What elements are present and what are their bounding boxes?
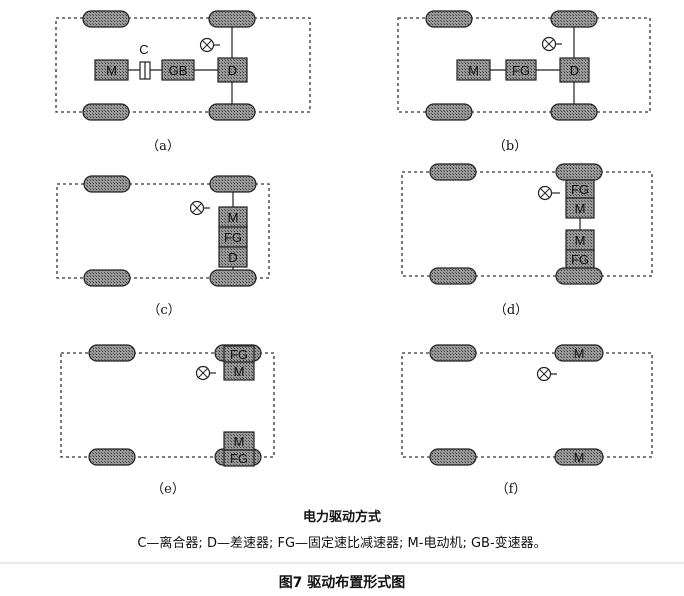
reducer-label: FG <box>512 63 530 78</box>
rear-hub-motor-label: M <box>574 450 585 465</box>
wheel-front-right <box>209 175 257 193</box>
wheel-front-left <box>82 10 130 28</box>
clutch-label: C <box>139 42 148 57</box>
gearbox-block <box>161 59 195 81</box>
gearbox-label: GB <box>169 63 188 78</box>
panel-b: M FG D （b） <box>397 10 651 154</box>
rear-reducer-block <box>565 249 595 269</box>
differential-block <box>559 57 590 83</box>
wheel-rear-left <box>82 103 130 121</box>
front-motor-block <box>223 361 255 381</box>
wheel-rear-left <box>425 103 473 121</box>
rear-motor-label: M <box>575 233 586 248</box>
steering-wheel-icon <box>199 37 220 53</box>
panel-c: M FG D （c） <box>56 175 270 318</box>
front-reducer-label: FG <box>230 347 248 362</box>
steering-wheel-icon <box>537 185 560 201</box>
panel-f: M M （f） <box>401 344 653 497</box>
panel-label: （a） <box>146 139 180 154</box>
differential-block <box>218 246 248 268</box>
wheel-rear-left <box>83 269 131 287</box>
steering-wheel-icon <box>189 200 210 216</box>
panel-label: （d） <box>494 303 528 318</box>
wheel-rear-left <box>88 448 136 466</box>
motor-label: M <box>468 63 479 78</box>
differential-label: D <box>570 63 579 78</box>
wheel-front-right <box>208 10 256 28</box>
panel-label: （b） <box>493 139 527 154</box>
wheel-rear-right <box>209 269 257 287</box>
rear-reducer-label: FG <box>571 252 589 267</box>
panel-e: FG M M FG （e） <box>60 344 275 497</box>
vehicle-outline <box>60 352 275 458</box>
steering-wheel-icon <box>541 36 562 52</box>
wheel-front-right <box>550 10 598 28</box>
vehicle-outline <box>401 171 653 277</box>
rear-reducer-label: FG <box>230 451 248 466</box>
rear-reducer-block <box>223 449 255 467</box>
wheel-rear-right <box>554 448 604 466</box>
wheel-rear-left <box>429 448 477 466</box>
differential-label: D <box>228 63 237 78</box>
motor-label: M <box>106 63 117 78</box>
front-motor-label: M <box>234 364 245 379</box>
wheel-front-left <box>425 10 473 28</box>
figure-title: 图7 驱动布置形式图 <box>279 574 406 591</box>
motor-block <box>94 59 129 81</box>
panel-label: （f） <box>496 482 527 497</box>
panel-a: M C GB D （a） <box>55 10 311 154</box>
wheel-front-right <box>554 344 604 362</box>
wheel-rear-right <box>208 103 256 121</box>
motor-label: M <box>228 210 239 225</box>
motor-block <box>456 59 491 81</box>
wheel-front-left <box>88 344 136 362</box>
wheel-front-left <box>429 344 477 362</box>
wheel-front-left <box>429 163 477 181</box>
front-motor-label: M <box>575 201 586 216</box>
vehicle-outline <box>401 352 653 458</box>
differential-label: D <box>228 250 237 265</box>
wheel-rear-right <box>555 267 603 285</box>
wheel-rear-left <box>429 267 477 285</box>
reducer-label: FG <box>224 230 242 245</box>
vehicle-outline <box>397 17 651 113</box>
vehicle-outline <box>55 17 311 113</box>
front-reducer-label: FG <box>571 182 589 197</box>
wheel-front-right <box>555 163 603 181</box>
caption-legend: C—离合器; D—差速器; FG—固定速比减速器; M-电动机; GB-变速器。 <box>137 535 546 551</box>
front-hub-motor-label: M <box>574 346 585 361</box>
wheel-front-left <box>83 175 131 193</box>
vehicle-outline <box>56 183 270 279</box>
reducer-block <box>505 59 537 81</box>
differential-block <box>217 57 248 83</box>
panel-d: FG M M FG （d） <box>401 163 653 318</box>
caption-title: 电力驱动方式 <box>303 509 381 525</box>
steering-wheel-icon <box>195 365 216 381</box>
steering-wheel-icon <box>536 366 557 382</box>
wheel-rear-right <box>550 103 598 121</box>
panel-label: （c） <box>147 303 180 318</box>
rear-motor-label: M <box>234 434 245 449</box>
panel-label: （e） <box>151 482 185 497</box>
